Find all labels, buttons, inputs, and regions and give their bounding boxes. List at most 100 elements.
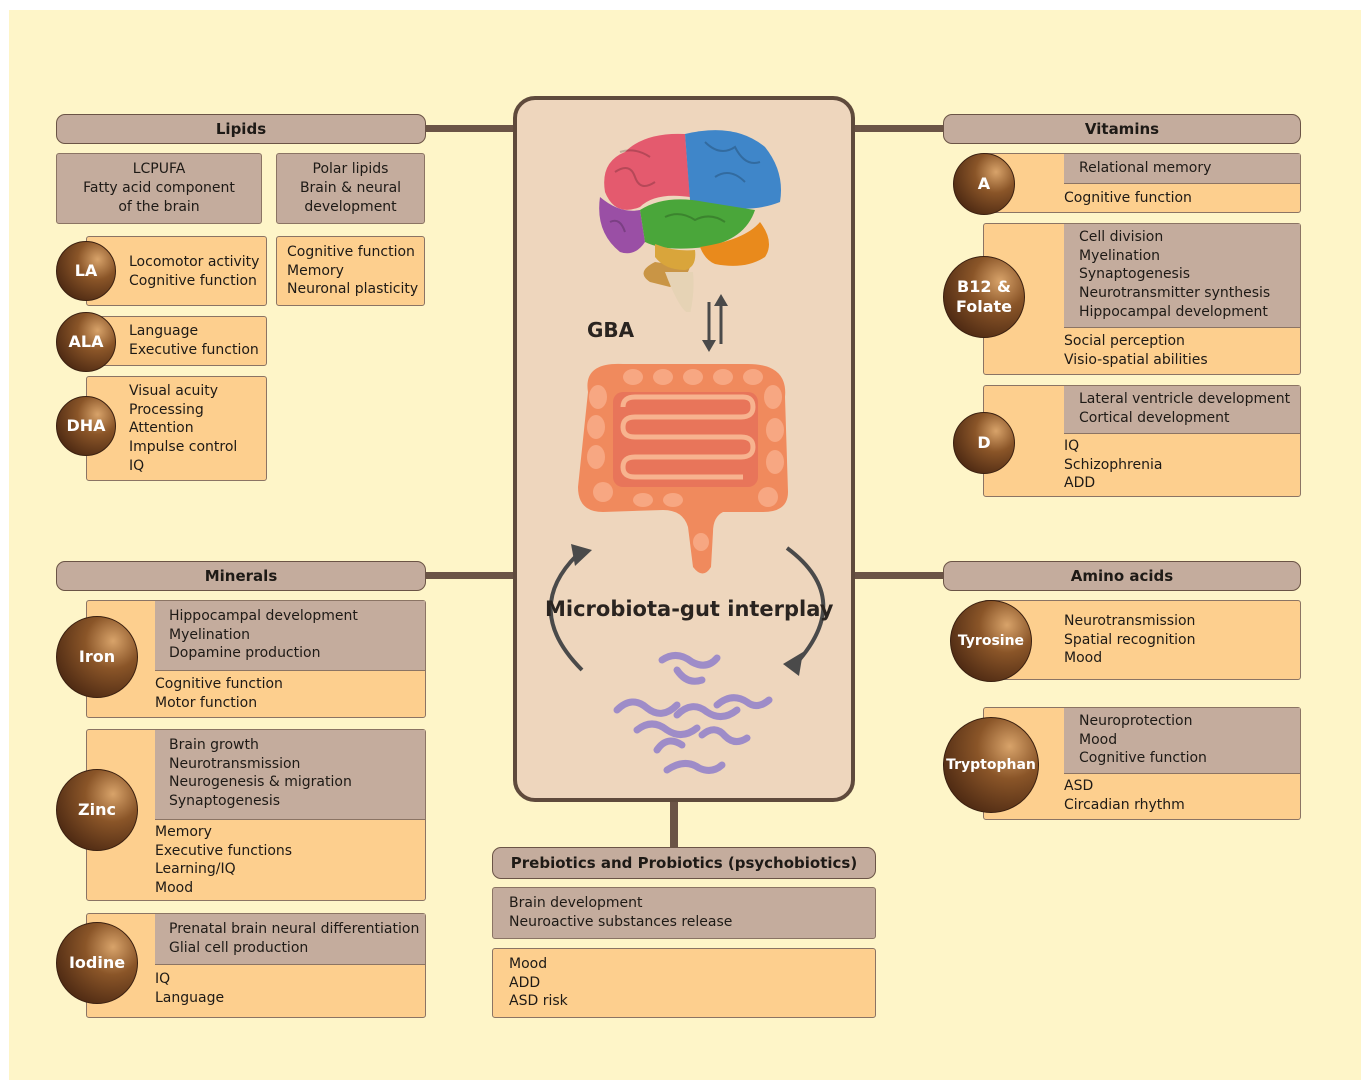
tyrosine-effect: Spatial recognition [1064, 631, 1196, 648]
cycle-arrows-icon [548, 544, 826, 676]
b12-label-line: B12 & [957, 277, 1011, 296]
zinc-lower: Executive functions [155, 842, 293, 859]
polar-lipids-effects-card: Cognitive function Memory Neuronal plast… [276, 236, 425, 306]
iodine-lower: IQ [155, 971, 171, 987]
amino-acids-title: Amino acids [1070, 567, 1174, 585]
brain-illustration [599, 130, 781, 312]
center-panel: GBA Microbiota-gut interplay [513, 96, 855, 802]
dha-effect: Attention [129, 420, 194, 437]
lipids-connector [425, 125, 515, 132]
biotics-lower: ASD risk [509, 993, 568, 1010]
polar-effect: Memory [287, 262, 344, 279]
amino-acids-header: Amino acids [943, 561, 1301, 591]
zinc-lower: Mood [155, 880, 194, 897]
vitamin-d-lower: Schizophrenia [1064, 456, 1163, 473]
polar-lipids-box: Polar lipids Brain & neural development [276, 153, 425, 224]
intestine-illustration [578, 363, 788, 574]
zinc-circle: Zinc [56, 769, 138, 851]
zinc-upper: Brain growth [169, 737, 259, 753]
tryptophan-card: Neuroprotection Mood Cognitive function … [983, 707, 1301, 820]
vitamin-d-lower: IQ [1064, 438, 1080, 454]
iodine-label: Iodine [68, 953, 126, 972]
bacteria-illustration [613, 652, 773, 774]
dha-card: Visual acuity Processing Attention Impul… [86, 376, 267, 481]
lcpufa-name: LCPUFA [132, 161, 186, 177]
b12-upper: Neurotransmitter synthesis [1079, 285, 1271, 302]
biotics-upper: Brain development [509, 895, 643, 911]
lcpufa-desc-1: Fatty acid component [83, 180, 235, 196]
la-card: Locomotor activity Cognitive function [86, 236, 267, 306]
iron-upper: Dopamine production [169, 645, 321, 662]
iron-upper: Myelination [169, 626, 251, 643]
vitamin-a-circle: A [953, 153, 1015, 215]
vitamin-d-label: D [977, 433, 991, 452]
dha-label: DHA [66, 416, 106, 435]
vitamins-header: Vitamins [943, 114, 1301, 144]
ala-circle: ALA [56, 312, 116, 372]
gba-label: GBA [587, 318, 635, 342]
tyrosine-effect: Neurotransmission [1064, 613, 1196, 629]
biotics-lower: ADD [509, 974, 541, 991]
tyrosine-effect: Mood [1064, 650, 1103, 667]
polar-effect: Cognitive function [287, 244, 415, 260]
b12-upper: Cell division [1079, 229, 1164, 245]
b12-upper: Hippocampal development [1079, 303, 1268, 320]
la-circle: LA [56, 241, 116, 301]
dha-circle: DHA [56, 396, 116, 456]
biotics-upper-card: Brain development Neuroactive substances… [492, 887, 876, 939]
minerals-title: Minerals [204, 567, 278, 585]
iodine-card: Prenatal brain neural differentiation Gl… [86, 913, 426, 1018]
b12-label-line: Folate [955, 297, 1013, 316]
vitamin-a-label: A [977, 174, 991, 193]
b12-lower: Visio-spatial abilities [1064, 351, 1208, 368]
zinc-upper: Synaptogenesis [169, 793, 281, 810]
iron-circle: Iron [56, 616, 138, 698]
iodine-lower: Language [155, 989, 225, 1006]
tryptophan-lower: ASD [1064, 778, 1094, 794]
dha-effect: Impulse control [129, 439, 238, 456]
zinc-lower: Learning/IQ [155, 861, 236, 878]
biotics-header: Prebiotics and Probiotics (psychobiotics… [492, 847, 876, 879]
vitamin-d-upper: Cortical development [1079, 409, 1230, 426]
lcpufa-desc-2: of the brain [118, 199, 200, 215]
biotics-lower: Mood [509, 956, 548, 972]
ala-label: ALA [68, 332, 104, 351]
polar-lipids-desc-1: Brain & neural [299, 180, 402, 196]
vitamins-connector [853, 125, 943, 132]
biotics-connector [670, 800, 678, 850]
zinc-upper: Neurogenesis & migration [169, 774, 352, 791]
dha-effect: Processing [129, 401, 204, 418]
lipids-header: Lipids [56, 114, 426, 144]
dha-effect: Visual acuity [129, 383, 219, 399]
vitamin-d-upper: Lateral ventricle development [1079, 391, 1291, 407]
b12-lower: Social perception [1064, 333, 1185, 349]
iron-lower: Motor function [155, 694, 258, 711]
biotics-upper: Neuroactive substances release [509, 913, 733, 930]
la-effect: Locomotor activity [129, 254, 260, 270]
polar-lipids-name: Polar lipids [312, 161, 389, 177]
ala-card: Language Executive function [86, 316, 267, 366]
tryptophan-upper: Mood [1079, 731, 1118, 748]
vitamin-d-lower: ADD [1064, 475, 1096, 492]
minerals-connector [425, 572, 515, 579]
biotics-title: Prebiotics and Probiotics (psychobiotics… [510, 854, 858, 872]
tryptophan-label: Tryptophan [946, 757, 1036, 773]
iron-lower: Cognitive function [155, 676, 283, 692]
iodine-circle: Iodine [56, 922, 138, 1004]
minerals-header: Minerals [56, 561, 426, 591]
vitamin-a-upper: Relational memory [1079, 160, 1212, 176]
tyrosine-label: Tyrosine [957, 633, 1025, 649]
vitamin-a-card: Relational memory Cognitive function [983, 153, 1301, 213]
b12-folate-circle: B12 & Folate [943, 256, 1025, 338]
la-effect: Cognitive function [129, 272, 257, 289]
dha-effect: IQ [129, 457, 145, 474]
vitamins-title: Vitamins [1084, 120, 1160, 138]
lipids-title: Lipids [215, 120, 267, 138]
b12-upper: Synaptogenesis [1079, 266, 1191, 283]
vitamin-a-lower: Cognitive function [1064, 190, 1192, 206]
b12-folate-card: Cell division Myelination Synaptogenesis… [983, 223, 1301, 375]
lcpufa-box: LCPUFA Fatty acid component of the brain [56, 153, 262, 224]
iron-label: Iron [78, 647, 116, 666]
tyrosine-circle: Tyrosine [950, 600, 1032, 682]
iron-card: Hippocampal development Myelination Dopa… [86, 600, 426, 718]
